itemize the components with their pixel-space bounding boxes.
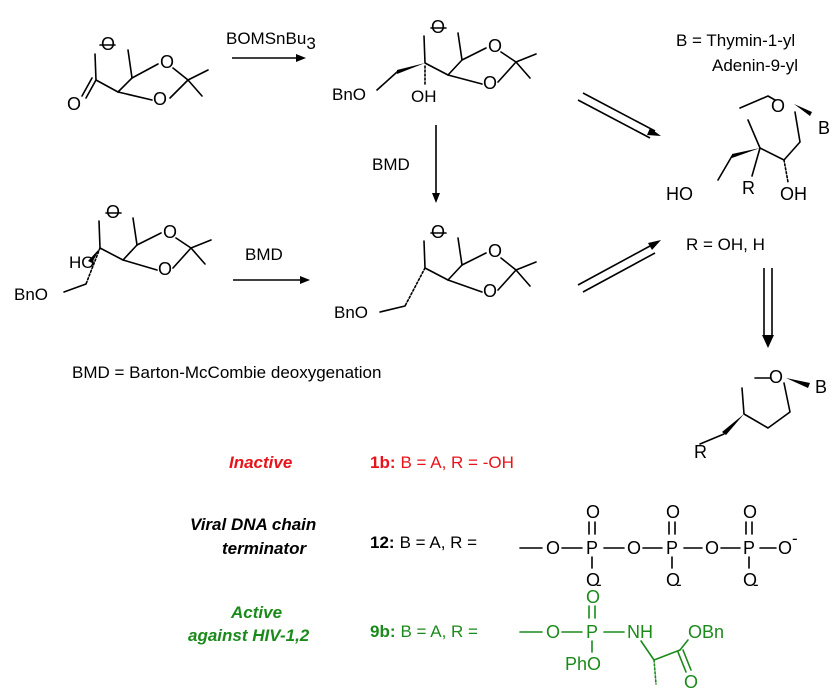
svg-text:O: O (546, 538, 560, 558)
atom-oh-5: OH (780, 184, 807, 204)
svg-text:O: O (163, 222, 177, 242)
reagent-bomsnbu3: BOMSnBu3 (226, 29, 316, 53)
atom-base-b: B (818, 118, 830, 138)
atom-r-5: R (742, 178, 755, 198)
svg-text:OBn: OBn (688, 622, 724, 642)
atom-o-acetonide-2: O (153, 89, 167, 109)
svg-text:O: O (769, 367, 783, 387)
atom-o-ring: O (101, 34, 115, 54)
label-active-2: against HIV-1,2 (188, 626, 310, 645)
r-definition: R = OH, H (686, 235, 765, 254)
label-viral-2: terminator (222, 539, 307, 558)
label-active-1: Active (230, 603, 282, 622)
svg-text:P: P (666, 538, 678, 558)
svg-text:O: O (778, 538, 792, 558)
atom-bno-4: BnO (334, 303, 368, 322)
arrow-multistep-lower (577, 240, 661, 293)
svg-text:O: O (684, 672, 698, 689)
inactive-definition: 1b:B = A, R = -OH (370, 453, 514, 472)
atom-ho-5: HO (666, 184, 693, 204)
reagent-bmd-right: BMD (245, 245, 283, 264)
svg-text:O: O (488, 36, 502, 56)
svg-text:O: O (743, 502, 757, 522)
arrow-bmd-down: BMD (372, 125, 440, 203)
molecule-final-core: O B R (694, 367, 827, 462)
svg-text:O: O (586, 570, 600, 590)
atom-bno-3: BnO (14, 285, 48, 304)
arrow-multistep-upper (577, 92, 661, 139)
row-active-hiv: Active against HIV-1,2 9b:B = A, R = O P… (188, 587, 724, 689)
atom-o-acetonide-1: O (160, 52, 174, 72)
molecule-tertiary-alcohol: O O O BnO OH (332, 17, 537, 106)
atom-o-ketone: O (67, 94, 81, 114)
svg-text:O: O (586, 587, 600, 607)
atom-oh-2: OH (411, 87, 437, 106)
atom-ho-3: HO (69, 253, 95, 272)
molecule-ketone-acetonide: O O O O (67, 34, 209, 114)
svg-text:O: O (158, 259, 172, 279)
atom-bno-2: BnO (332, 85, 366, 104)
label-viral-1: Viral DNA chain (190, 515, 316, 534)
svg-text:-: - (792, 529, 798, 548)
bmd-definition: BMD = Barton-McCombie deoxygenation (72, 363, 381, 382)
svg-text:O: O (627, 538, 641, 558)
svg-text:O: O (666, 502, 680, 522)
molecule-nucleoside-diol: O B OH HO R (666, 95, 830, 204)
atom-base-b-final: B (815, 377, 827, 397)
svg-text:O: O (106, 202, 120, 222)
base-def-adenine: Adenin-9-yl (712, 56, 798, 75)
arrow-multistep-down (762, 268, 774, 348)
svg-text:-: - (596, 575, 602, 594)
base-def-thymine: B = Thymin-1-yl (676, 31, 795, 50)
label-inactive: Inactive (229, 453, 292, 472)
molecule-left-alcohol: O O O HO BnO (14, 202, 212, 304)
svg-text:-: - (676, 575, 682, 594)
svg-text:O: O (483, 281, 497, 301)
row-inactive: Inactive 1b:B = A, R = -OH (229, 453, 514, 472)
svg-text:O: O (743, 570, 757, 590)
viral-definition: 12:B = A, R = (370, 533, 477, 552)
arrow-bmd-right: BMD (233, 245, 310, 284)
svg-text:O: O (431, 222, 445, 242)
svg-text:P: P (586, 622, 598, 642)
svg-text:NH: NH (627, 622, 653, 642)
svg-text:O: O (666, 570, 680, 590)
svg-text:O: O (483, 73, 497, 93)
svg-text:O: O (586, 502, 600, 522)
arrow-bomsnbu3: BOMSnBu3 (226, 29, 316, 62)
atom-r-final: R (694, 442, 707, 462)
reagent-bmd-down: BMD (372, 155, 410, 174)
svg-text:O: O (488, 241, 502, 261)
svg-text:O: O (431, 17, 445, 37)
molecule-deoxy-acetonide: O O O BnO (334, 222, 537, 322)
svg-text:O: O (546, 622, 560, 642)
row-viral-terminator: Viral DNA chain terminator 12:B = A, R =… (190, 502, 798, 594)
svg-text:O: O (705, 538, 719, 558)
svg-text:P: P (586, 538, 598, 558)
svg-text:PhO: PhO (565, 654, 601, 674)
active-definition: 9b:B = A, R = (370, 622, 478, 641)
svg-text:P: P (743, 538, 755, 558)
svg-text:O: O (771, 96, 785, 116)
svg-text:-: - (753, 575, 759, 594)
